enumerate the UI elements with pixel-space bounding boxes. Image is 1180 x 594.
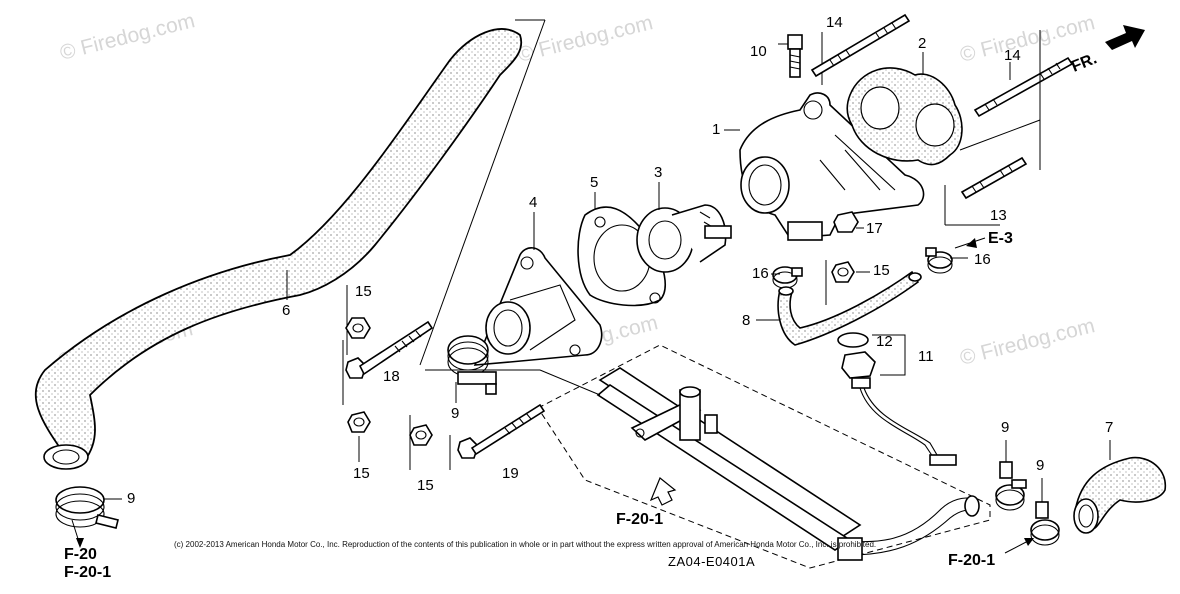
callout-12: 12 — [876, 333, 893, 350]
callout-6: 6 — [282, 302, 290, 319]
callout-14-b: 14 — [1004, 47, 1021, 64]
stud-bolt-part-14-a — [810, 13, 911, 85]
outlet-gasket-part-2 — [846, 67, 963, 166]
small-hose-part-8 — [777, 270, 922, 346]
temperature-sensor-part-11 — [841, 351, 957, 466]
callout-4: 4 — [529, 194, 537, 211]
bypass-hose-part-6 — [34, 28, 523, 470]
hose-elbow-part-7 — [1073, 456, 1166, 534]
flange-nut-part-15-c — [409, 415, 433, 470]
ref-e3[interactable]: E-3 — [988, 230, 1013, 247]
callouts: 1 2 3 4 5 6 7 8 9 9 9 9 10 11 12 13 14 1… — [104, 14, 1113, 507]
references: FR. E-3 F-20 F-20-1 F-20-1 F-20-1 — [64, 50, 1099, 581]
callout-15-b: 15 — [353, 465, 370, 482]
copyright-notice: (c) 2002-2013 American Honda Motor Co., … — [174, 540, 876, 549]
watermark: © Firedog.com — [58, 9, 197, 65]
callout-2: 2 — [918, 35, 926, 52]
ref-f20-1-right[interactable]: F-20-1 — [948, 552, 995, 569]
front-direction-arrow-icon — [1105, 25, 1145, 50]
callout-8: 8 — [742, 312, 750, 329]
callout-11: 11 — [918, 348, 934, 365]
ref-f20-1-mid[interactable]: F-20-1 — [616, 511, 663, 528]
flange-bolt-part-17 — [833, 211, 859, 233]
thermostat-part-3 — [636, 204, 732, 273]
stud-bolt-part-14-b — [973, 56, 1074, 118]
hose-clamp-part-9-d — [1030, 501, 1060, 546]
water-outlet-part-1 — [739, 92, 925, 241]
callout-19: 19 — [502, 465, 519, 482]
callout-15-a: 15 — [355, 283, 372, 300]
callout-7: 7 — [1105, 419, 1113, 436]
callout-5: 5 — [590, 174, 598, 191]
callout-15-c: 15 — [417, 477, 434, 494]
ref-f20[interactable]: F-20 — [64, 546, 97, 563]
watermark: © Firedog.com — [958, 314, 1097, 370]
callout-18: 18 — [383, 368, 400, 385]
flange-nut-part-15-a — [345, 285, 371, 355]
direction-arrow-icon — [649, 477, 677, 506]
flange-bolt-part-19 — [449, 403, 546, 470]
callout-16-a: 16 — [752, 265, 769, 282]
ref-f20-1-left[interactable]: F-20-1 — [64, 564, 111, 581]
front-label: FR. — [1069, 50, 1099, 75]
hose-clamp-part-9-c — [995, 461, 1027, 511]
flange-nut-part-15-b — [347, 411, 371, 433]
callout-9-c: 9 — [1001, 419, 1009, 436]
callout-10: 10 — [750, 43, 767, 60]
hose-clamp-part-16-b — [925, 247, 953, 274]
callout-9-b: 9 — [451, 405, 459, 422]
bleed-bolt-part-10 — [787, 34, 803, 78]
hose-clamp-part-9-a — [55, 486, 119, 529]
hose-clamp-part-9-b — [447, 335, 497, 395]
flange-bolt-part-18 — [342, 320, 434, 405]
o-ring-part-12 — [837, 332, 869, 348]
callout-13: 13 — [990, 207, 1007, 224]
flange-nut-part-15-d — [831, 261, 855, 283]
watermark: © Firedog.com — [516, 11, 655, 67]
callout-9-a: 9 — [127, 490, 135, 507]
callout-3: 3 — [654, 164, 662, 181]
callout-16-b: 16 — [974, 251, 991, 268]
callout-1: 1 — [712, 121, 720, 138]
callout-9-d: 9 — [1036, 457, 1044, 474]
thermostat-cover-part-4 — [473, 247, 603, 366]
callout-14-a: 14 — [826, 14, 843, 31]
callout-17: 17 — [866, 220, 883, 237]
diagram-code: ZA04-E0401A — [668, 554, 755, 569]
callout-15-d: 15 — [873, 262, 890, 279]
hose-clamp-part-16-a — [772, 266, 803, 289]
connecting-pipe — [596, 367, 980, 561]
stud-bolt-part-13 — [960, 156, 1028, 200]
